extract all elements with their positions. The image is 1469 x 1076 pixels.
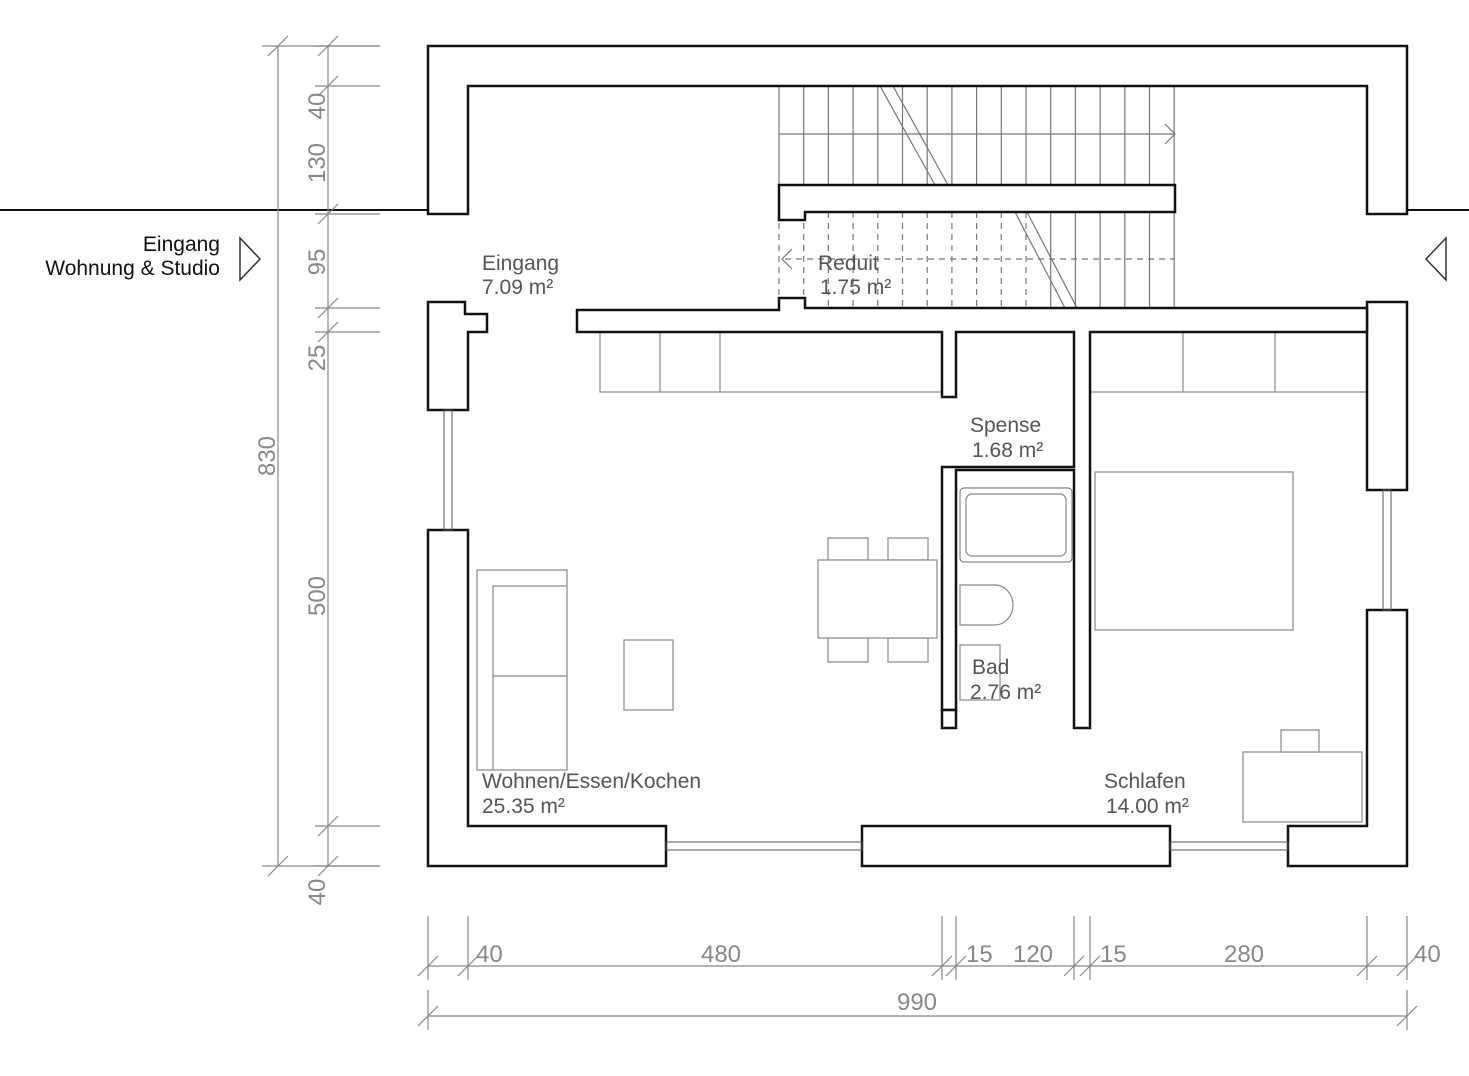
bathtub-basin: [965, 493, 1067, 557]
furniture: [476, 331, 1368, 823]
dimension-label: 130: [304, 143, 331, 183]
kitchen-counter: [599, 331, 943, 393]
dimension-total-label: 830: [254, 436, 281, 476]
dimension-label: 15: [966, 941, 993, 968]
dimension-label: 95: [304, 249, 331, 276]
dimension-label: 40: [304, 879, 331, 906]
exterior-wall-right-upper: [1365, 300, 1409, 492]
vertical-dimension-labels: 40 130 95 25 500 40 830: [254, 93, 331, 906]
dining-table: [817, 559, 938, 639]
stair-arrow-icon: [1164, 123, 1176, 145]
room-name: Eingang: [482, 252, 559, 275]
room-area: 25.35 m²: [482, 795, 565, 818]
entrance-arrow-icon: [239, 236, 262, 282]
exterior-wall-left-upper: [426, 300, 489, 412]
coffee-table: [623, 639, 674, 711]
room-area: 2.76 m²: [970, 681, 1041, 704]
room-name: Schlafen: [1104, 770, 1186, 793]
desk-chair: [1280, 729, 1320, 753]
desk: [1242, 751, 1363, 823]
toilet: [959, 584, 1014, 626]
room-labels: Eingang 7.09 m² Reduit 1.75 m² Spense 1.…: [482, 252, 1189, 818]
room-area: 1.68 m²: [972, 439, 1043, 462]
exterior-wall-left-lower: [426, 528, 668, 868]
stair-landing-wall: [777, 183, 1177, 222]
dimension-label: 40: [1414, 941, 1441, 968]
chair: [827, 637, 869, 663]
dimension-label: 480: [701, 941, 741, 968]
bed: [1094, 471, 1294, 631]
dimension-label: 40: [476, 941, 503, 968]
room-area: 7.09 m²: [482, 276, 553, 299]
staircase: [778, 85, 1176, 309]
chair: [827, 537, 869, 561]
entrance-label-line1: Eingang: [143, 233, 220, 256]
bath-wall-end: [940, 708, 958, 730]
dimension-lines: [262, 35, 1418, 1030]
dimension-label: 280: [1224, 941, 1264, 968]
room-area: 1.75 m²: [820, 276, 891, 299]
room-name: Wohnen/Essen/Kochen: [482, 770, 701, 793]
sink: [959, 644, 1001, 701]
exterior-wall-bottom: [860, 824, 1172, 868]
room-name: Bad: [972, 656, 1009, 679]
dimension-label: 40: [304, 93, 331, 120]
chair: [887, 637, 929, 663]
dimension-total-label: 990: [897, 989, 937, 1016]
stair-arrow-icon: [781, 248, 793, 270]
entrance-label: Eingang Wohnung & Studio: [45, 233, 220, 280]
walls: [426, 44, 1409, 868]
room-name: Spense: [970, 414, 1041, 437]
room-name: Reduit: [818, 252, 879, 275]
dimension-label: 500: [304, 576, 331, 616]
horizontal-dimension-labels: 40 480 15 120 15 280 40 990: [476, 941, 1441, 1016]
dimension-label: 15: [1100, 941, 1127, 968]
stair-cut-line: [879, 85, 1078, 309]
dimension-label: 120: [1013, 941, 1053, 968]
interior-walls: [575, 296, 1369, 730]
wardrobe: [1089, 331, 1368, 393]
entrance-arrow-icon: [1424, 236, 1447, 282]
window: [443, 409, 453, 531]
entrance-label-line2: Wohnung & Studio: [45, 257, 220, 280]
exterior-wall-top: [426, 44, 1409, 216]
window: [1169, 841, 1289, 851]
window: [665, 841, 863, 851]
sofa-cushions: [492, 585, 567, 770]
exterior-wall-right-lower: [1286, 608, 1409, 868]
chair: [887, 537, 929, 561]
room-area: 14.00 m²: [1106, 795, 1189, 818]
window: [1382, 489, 1392, 611]
dimension-label: 25: [304, 345, 331, 372]
